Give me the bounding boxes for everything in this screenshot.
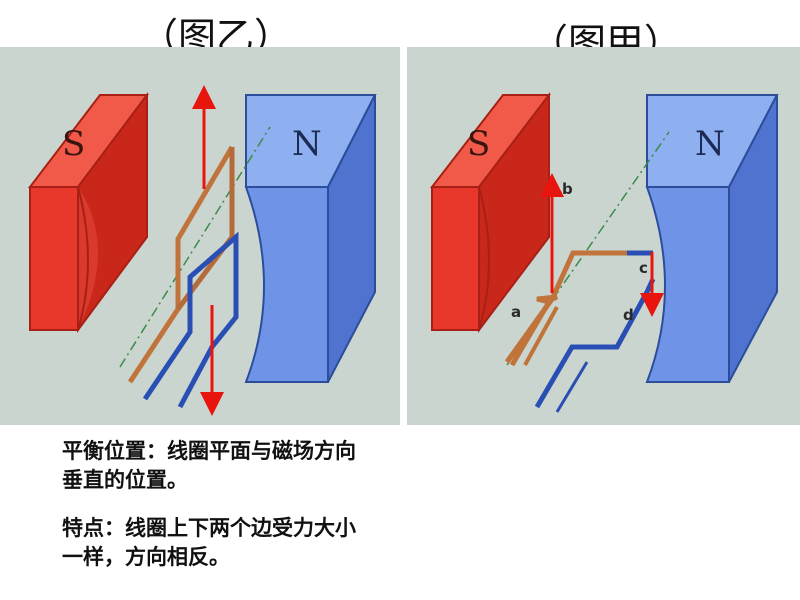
diagram-panel-parallel: S N b c a d (407, 47, 800, 425)
label-b: b (562, 180, 573, 198)
south-magnet: S (429, 92, 552, 333)
north-label: N (292, 124, 322, 164)
caption-balance-position: 平衡位置：线圈平面与磁场方向垂直的位置。 (62, 439, 356, 492)
south-magnet: S (27, 92, 149, 334)
north-magnet: N (244, 94, 377, 383)
north-magnet: N (645, 94, 779, 383)
rotation-axis (119, 126, 271, 368)
south-label: S (467, 124, 490, 164)
diagram-panel-balance: S N (0, 47, 400, 425)
north-label: N (695, 124, 725, 164)
caption-characteristic: 特点：线圈上下两个边受力大小一样，方向相反。 (62, 516, 356, 569)
south-label: S (62, 124, 85, 164)
label-d: d (623, 306, 634, 324)
balance-diagram: S N (27, 85, 377, 416)
label-c: c (639, 259, 648, 277)
parallel-diagram: S N b c a d (429, 92, 779, 413)
label-a: a (511, 303, 521, 321)
coil-loop (504, 250, 656, 413)
